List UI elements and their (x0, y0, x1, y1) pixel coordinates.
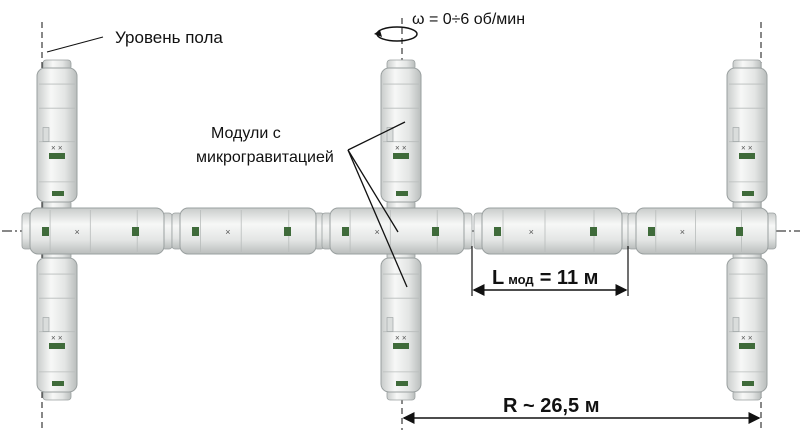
upper-vertical-module-1: × × (36, 59, 78, 211)
microgravity-label-line1: Модули с (211, 125, 281, 142)
horizontal-module-1: × (21, 207, 173, 255)
rotation-arrowhead-icon (374, 30, 382, 37)
horizontal-module-2: × (171, 207, 325, 255)
svg-text:×: × (680, 227, 685, 237)
floor-level-annotation: Уровень пола (46, 28, 223, 53)
rotation-label: ω = 0÷6 об/мин (412, 11, 525, 28)
svg-text:×: × (75, 227, 80, 237)
horizontal-module-5: × (627, 207, 777, 255)
upper-vertical-module-2: × × (380, 59, 422, 211)
lower-vertical-module-3: × × (726, 249, 768, 401)
radius-dimension: R ~ 26,5 м (402, 395, 761, 424)
rotation-annotation: ω = 0÷6 об/мин (374, 11, 525, 42)
module-length-value: = 11 м (540, 267, 599, 289)
horizontal-module-4: × (473, 207, 631, 255)
svg-text:× ×: × × (51, 334, 63, 343)
microgravity-annotation: Модули с микрогравитацией (196, 121, 408, 288)
svg-text:× ×: × × (395, 144, 407, 153)
vertical-modules: × × × × × × × × × × × × (36, 59, 768, 401)
svg-text:×: × (375, 227, 380, 237)
lower-vertical-module-1: × × (36, 249, 78, 401)
pointer-line-upper (347, 121, 406, 151)
microgravity-label-line2: микрогравитацией (196, 149, 334, 166)
radius-label: R ~ 26,5 м (503, 395, 600, 417)
svg-text:× ×: × × (395, 334, 407, 343)
svg-text:×: × (529, 227, 534, 237)
pointer-line-lower (347, 149, 408, 288)
svg-text:×: × (225, 227, 230, 237)
svg-text:× ×: × × (51, 144, 63, 153)
svg-text:× ×: × × (741, 334, 753, 343)
floor-leader-line (46, 36, 104, 53)
upper-vertical-module-3: × × (726, 59, 768, 211)
svg-text:× ×: × × (741, 144, 753, 153)
floor-level-label: Уровень пола (115, 28, 223, 47)
module-length-prefix: L (492, 267, 504, 289)
pointer-line-center (347, 149, 399, 233)
horizontal-modules: × × × × × (21, 207, 777, 255)
module-length-sub: мод (508, 272, 534, 287)
rotation-arrow-icon (376, 26, 418, 42)
